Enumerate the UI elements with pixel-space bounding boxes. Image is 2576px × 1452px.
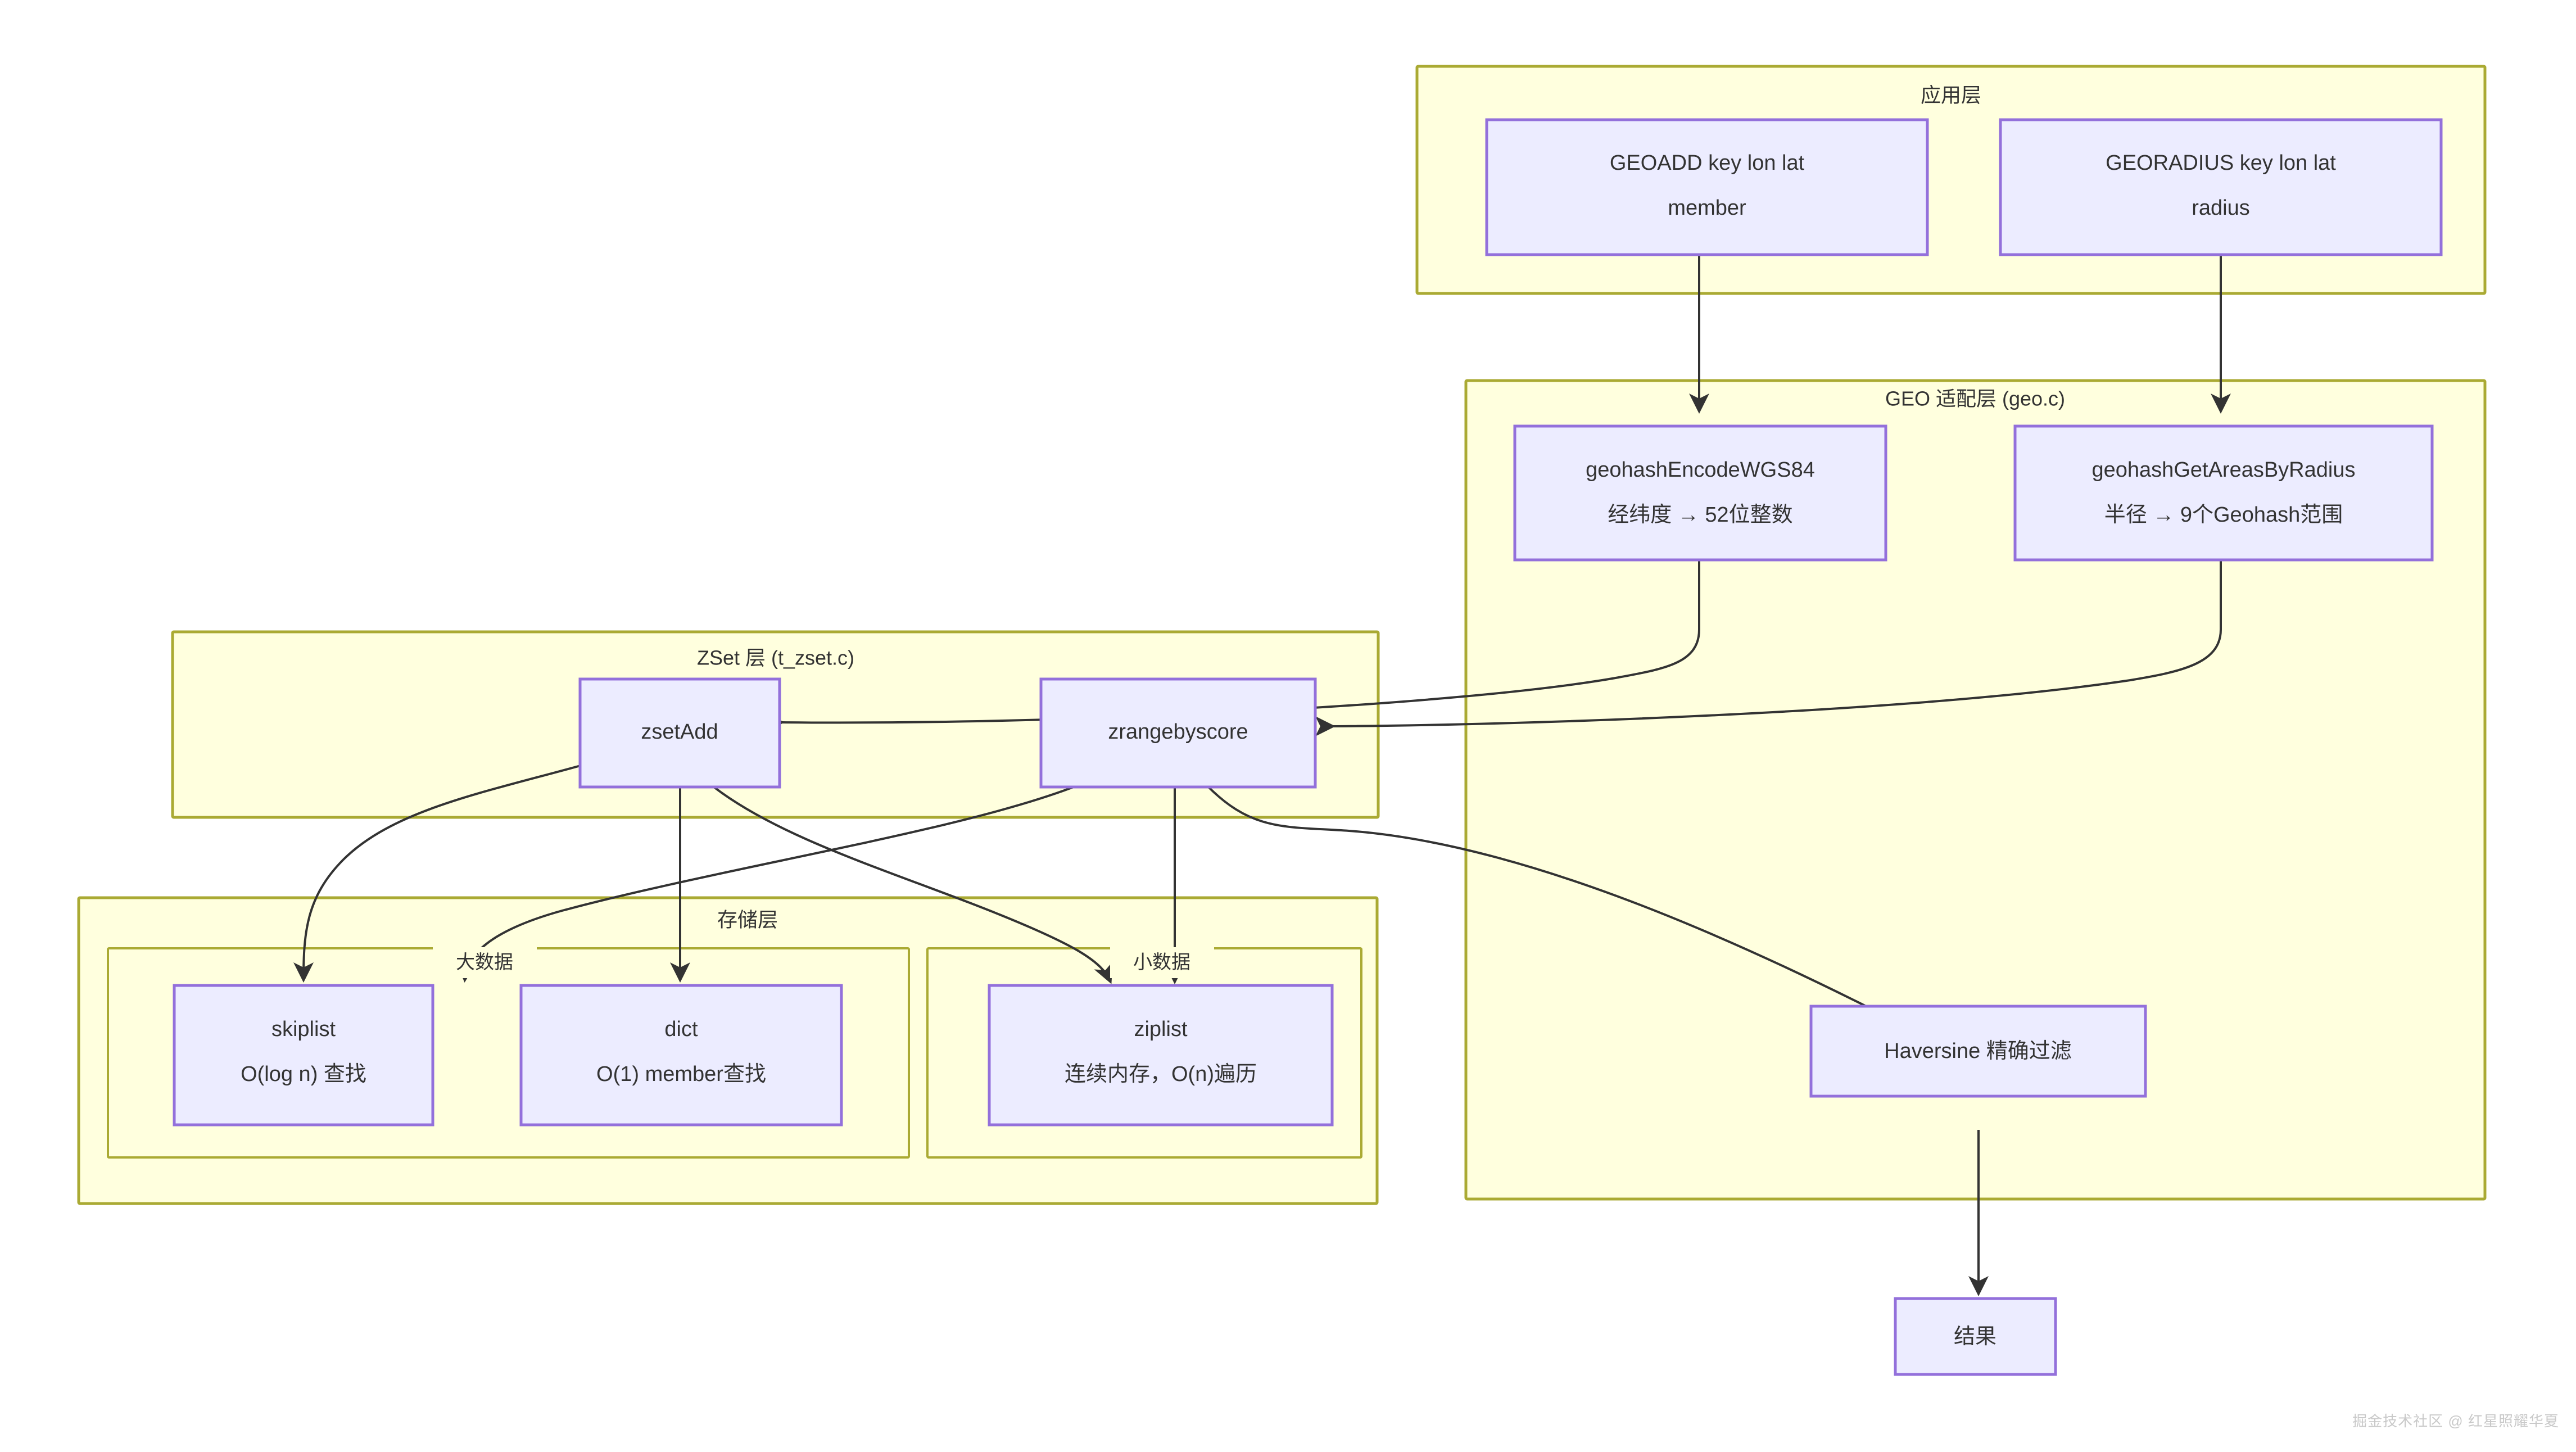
node-skiplist[interactable]: skiplist O(log n) 查找 <box>173 984 434 1127</box>
node-geohash-get-areas-by-radius-line1: geohashGetAreasByRadius <box>2092 458 2356 482</box>
node-geohash-get-areas-by-radius-line2: 半径 → 9个Geohash范围 <box>2104 503 2343 527</box>
node-dict-line1: dict <box>664 1017 698 1041</box>
cluster-application-layer-label: 应用层 <box>1921 84 1981 107</box>
node-dict[interactable]: dict O(1) member查找 <box>519 984 843 1127</box>
node-zrangebyscore-label: zrangebyscore <box>1108 720 1248 744</box>
node-zsetadd-label: zsetAdd <box>641 720 718 744</box>
node-ziplist-line2: 连续内存，O(n)遍历 <box>1065 1062 1257 1086</box>
node-geohash-get-areas-by-radius-box[interactable] <box>2013 424 2434 562</box>
edge-zsetadd-to-ziplist <box>713 786 1113 984</box>
node-georadius-line1: GEORADIUS key lon lat <box>2106 151 2336 175</box>
node-georadius[interactable]: GEORADIUS key lon lat radius <box>1999 118 2443 256</box>
edge-areas-to-zrange <box>1329 560 2222 736</box>
node-ziplist-line1: ziplist <box>1134 1017 1187 1041</box>
node-geohash-encode-wgs84-line2: 经纬度 → 52位整数 <box>1608 503 1792 527</box>
edge-label-big-data-group: 大数据 <box>433 947 537 978</box>
node-geohash-encode-wgs84-line1: geohashEncodeWGS84 <box>1586 458 1815 482</box>
node-geoadd-line2: member <box>1668 196 1746 220</box>
node-skiplist-line2: O(log n) 查找 <box>241 1062 366 1086</box>
cluster-zset-layer-label: ZSet 层 (t_zset.c) <box>697 646 854 670</box>
edge-encode-to-zsetadd <box>778 560 1700 733</box>
node-zsetadd[interactable]: zsetAdd <box>578 677 781 789</box>
cluster-geo-layer-box <box>1464 379 2487 1201</box>
node-result-box[interactable] <box>1894 1297 2057 1376</box>
edge-label-small-data-group: 小数据 <box>1110 947 1214 978</box>
edge-label-small-data-bg <box>1110 947 1214 978</box>
node-zrangebyscore[interactable]: zrangebyscore <box>1039 677 1317 789</box>
node-haversine-filter-box[interactable] <box>1809 1005 2147 1098</box>
node-result[interactable]: 结果 <box>1894 1297 2057 1376</box>
node-ziplist[interactable]: ziplist 连续内存，O(n)遍历 <box>988 984 1334 1127</box>
node-dict-line2: O(1) member查找 <box>596 1062 766 1086</box>
node-zrangebyscore-box[interactable] <box>1039 677 1317 789</box>
edge-zrange-to-skiplist <box>456 786 1074 983</box>
node-dict-box[interactable] <box>519 984 843 1127</box>
node-skiplist-line1: skiplist <box>271 1017 336 1041</box>
node-geoadd-box[interactable] <box>1485 118 1929 256</box>
node-geohash-encode-wgs84[interactable]: geohashEncodeWGS84 经纬度 → 52位整数 <box>1513 424 1887 562</box>
edge-label-small-data: 小数据 <box>1133 952 1190 973</box>
node-ziplist-box[interactable] <box>988 984 1334 1127</box>
watermark-text: 掘金技术社区 @ 红星照耀华夏 <box>2352 1413 2559 1430</box>
node-geoadd[interactable]: GEOADD key lon lat member <box>1485 118 1929 256</box>
edge-zsetadd-to-skiplist <box>293 763 585 983</box>
node-zsetadd-box[interactable] <box>578 677 781 789</box>
node-georadius-line2: radius <box>2192 196 2250 220</box>
cluster-geo-layer: GEO 适配层 (geo.c) <box>1464 379 2487 1201</box>
edge-label-big-data-bg <box>433 947 537 978</box>
node-geohash-get-areas-by-radius[interactable]: geohashGetAreasByRadius 半径 → 9个Geohash范围 <box>2013 424 2434 562</box>
node-haversine-filter-label: Haversine 精确过滤 <box>1884 1039 2072 1063</box>
node-geoadd-line1: GEOADD key lon lat <box>1610 151 1805 175</box>
node-geohash-encode-wgs84-box[interactable] <box>1513 424 1887 562</box>
node-result-label: 结果 <box>1954 1325 1996 1349</box>
node-georadius-box[interactable] <box>1999 118 2443 256</box>
edge-label-big-data: 大数据 <box>456 952 513 973</box>
cluster-storage-layer-label: 存储层 <box>717 908 778 931</box>
cluster-geo-layer-label: GEO 适配层 (geo.c) <box>1885 387 2065 410</box>
node-haversine-filter[interactable]: Haversine 精确过滤 <box>1809 1005 2147 1098</box>
node-skiplist-box[interactable] <box>173 984 434 1127</box>
